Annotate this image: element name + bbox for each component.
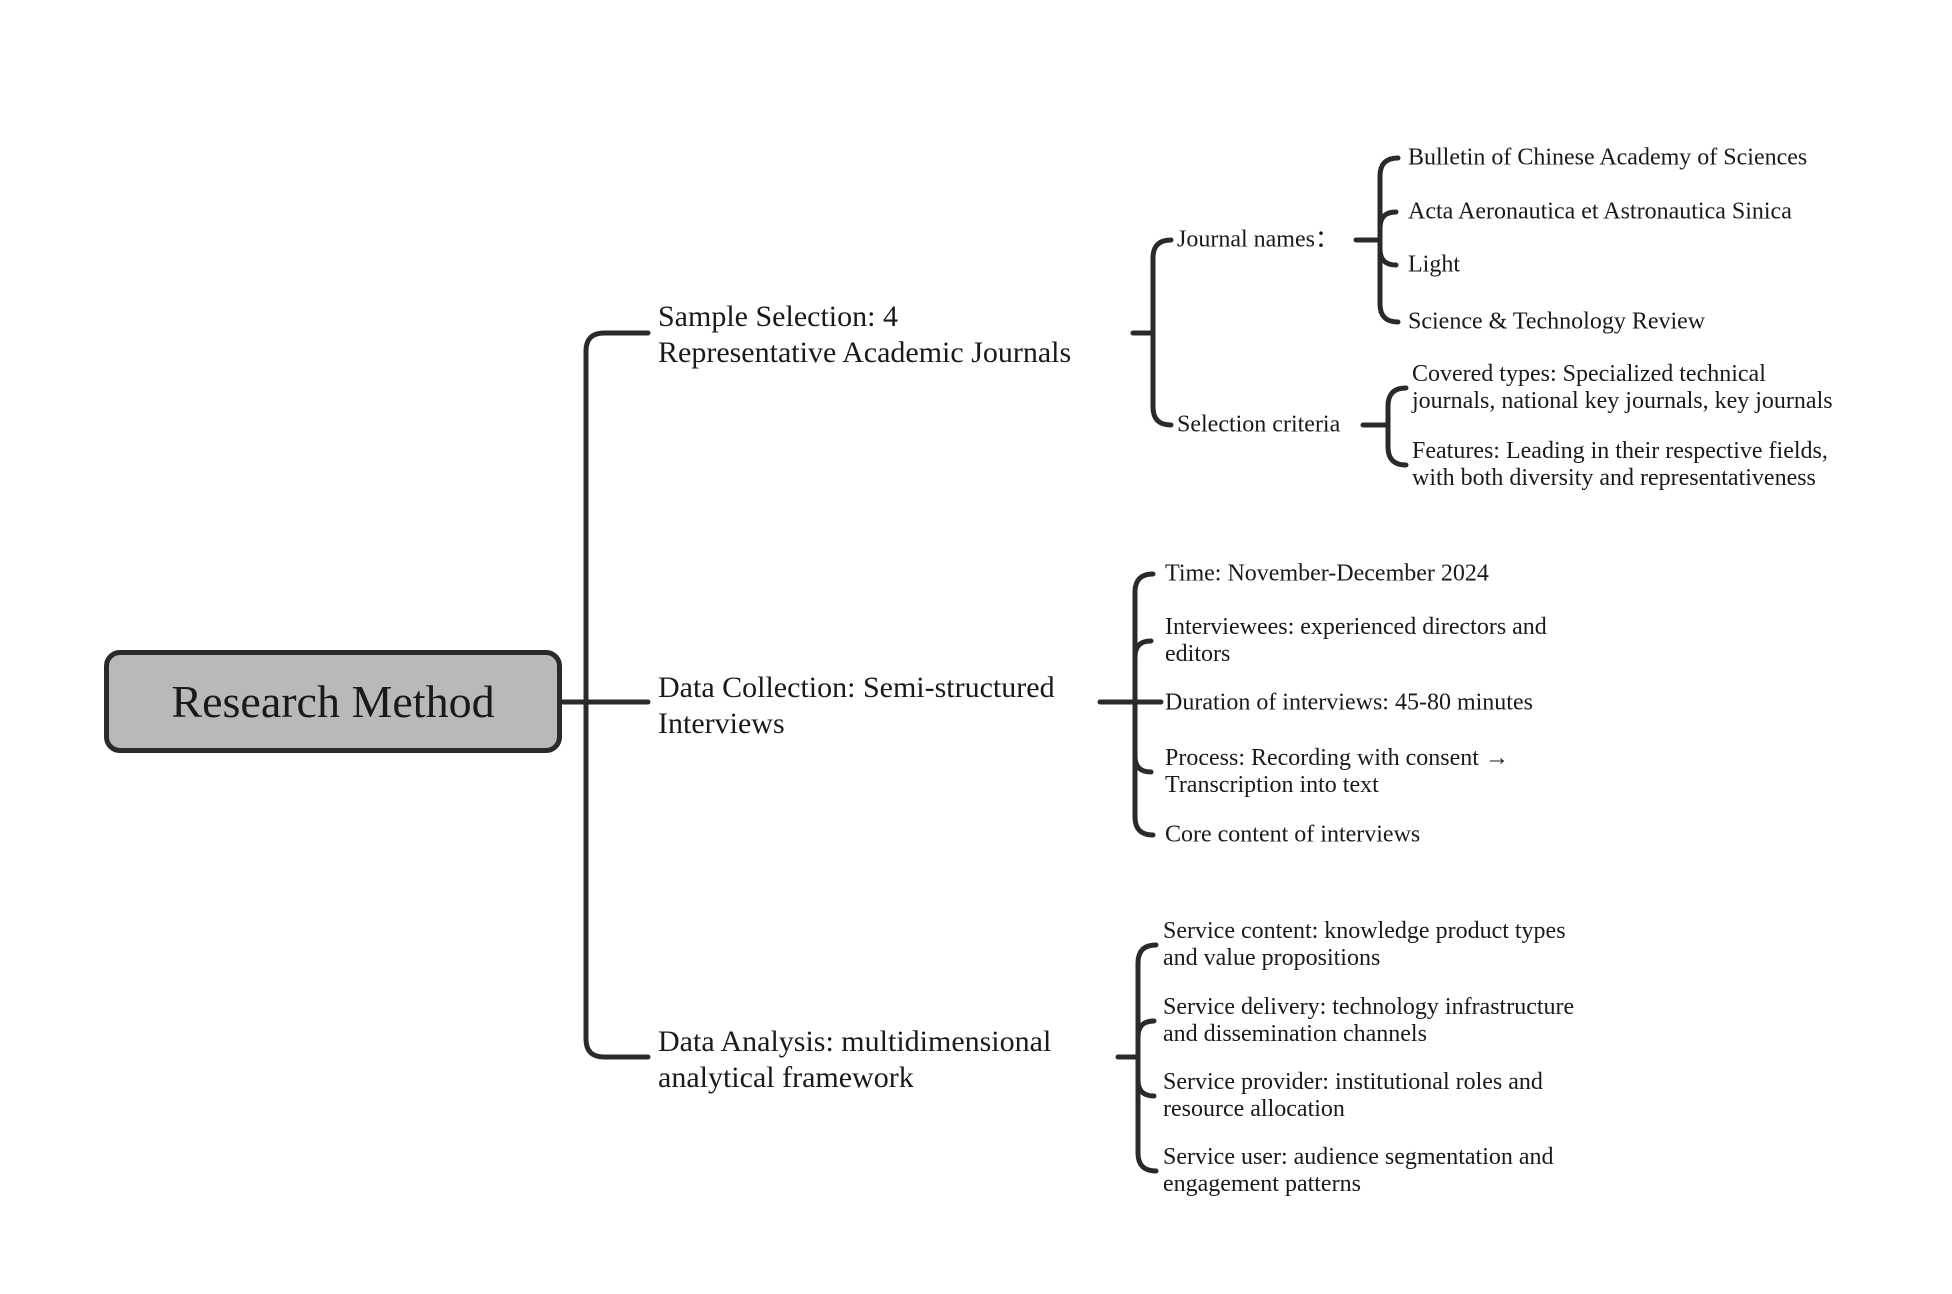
connector-branch1-bracket — [1150, 237, 1174, 428]
connector-branch2-hook-process — [1132, 753, 1154, 775]
branch-data-analysis: Data Analysis: multidimensional analytic… — [658, 1025, 1052, 1094]
connector-branch3-hook-delivery — [1135, 1018, 1157, 1040]
leaf-time: Time: November-December 2024 — [1165, 560, 1489, 587]
leaf-journal-light: Light — [1408, 251, 1460, 278]
connector-branch3-hook-provider — [1135, 1077, 1157, 1099]
leaf-process: Process: Recording with consent → Transc… — [1165, 745, 1509, 798]
root-node: Research Method — [104, 650, 562, 753]
connector-trunk — [583, 330, 651, 1060]
leaf-interviewees: Interviewees: experienced directors and … — [1165, 614, 1547, 667]
connector-branch2-bracket — [1132, 571, 1156, 838]
connector-criteria-bracket — [1385, 385, 1409, 468]
leaf-core-content: Core content of interviews — [1165, 821, 1421, 848]
connector-journals-hook-acta — [1377, 209, 1399, 231]
leaf-duration: Duration of interviews: 45-80 minutes — [1165, 689, 1533, 716]
node-journal-names: Journal names： — [1177, 226, 1339, 253]
connector-journals-hook-light — [1377, 246, 1399, 268]
leaf-journal-acta: Acta Aeronautica et Astronautica Sinica — [1408, 198, 1792, 225]
leaf-journal-str: Science & Technology Review — [1408, 308, 1706, 335]
leaf-service-user: Service user: audience segmentation and … — [1163, 1144, 1554, 1197]
leaf-features: Features: Leading in their respective fi… — [1412, 438, 1828, 491]
connector-branch3-bracket — [1135, 942, 1159, 1174]
connector-branch2-hook-interviewees — [1132, 638, 1154, 660]
leaf-covered-types: Covered types: Specialized technical jou… — [1412, 361, 1833, 414]
leaf-service-provider: Service provider: institutional roles an… — [1163, 1069, 1543, 1122]
root-label: Research Method — [171, 675, 495, 727]
leaf-journal-bulletin: Bulletin of Chinese Academy of Sciences — [1408, 144, 1808, 171]
branch-data-collection: Data Collection: Semi-structured Intervi… — [658, 671, 1055, 740]
leaf-service-delivery: Service delivery: technology infrastruct… — [1163, 994, 1575, 1047]
node-selection-criteria: Selection criteria — [1177, 411, 1341, 438]
leaf-service-content: Service content: knowledge product types… — [1163, 918, 1566, 971]
branch-sample-selection: Sample Selection: 4 Representative Acade… — [658, 300, 1072, 369]
connector-journals-bracket — [1377, 155, 1401, 325]
